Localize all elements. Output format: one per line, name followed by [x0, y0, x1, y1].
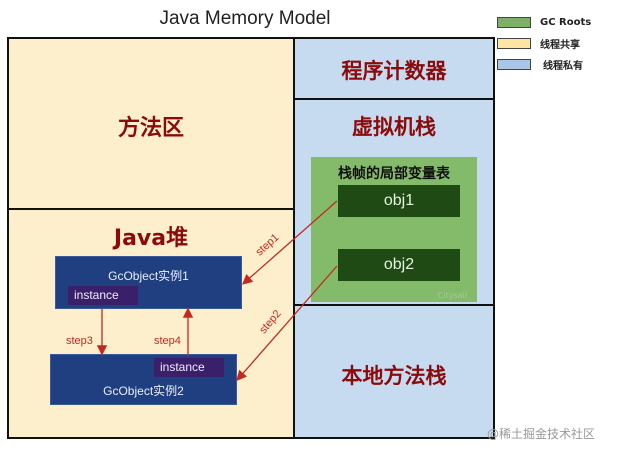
stack-native-divider [294, 304, 495, 306]
legend-item-private: 线程私有 [497, 57, 583, 72]
legend-label: 线程共享 [540, 39, 580, 51]
gc-object-2-instance-field: instance [154, 358, 224, 377]
diagram-border [7, 37, 495, 439]
gc-object-1-instance-field: instance [68, 286, 138, 305]
program-counter-label: 程序计数器 [341, 59, 447, 83]
frame-watermark: Citysail [437, 291, 467, 300]
vm-stack-label: 虚拟机栈 [352, 115, 436, 139]
native-stack-label: 本地方法栈 [341, 364, 447, 388]
legend-item-shared: 线程共享 [497, 36, 580, 51]
heap-label: Java堆 [113, 226, 189, 251]
pc-stack-divider [294, 98, 495, 100]
obj1-slot: obj1 [338, 185, 460, 217]
gc-object-1-title: GcObject实例1 [108, 269, 189, 283]
step4-label: step4 [154, 335, 181, 347]
gc-object-1: GcObject实例1 instance [55, 256, 242, 309]
obj2-slot: obj2 [338, 249, 460, 281]
step3-label: step3 [66, 335, 93, 347]
stack-frame-local-vars: 栈帧的局部变量表 obj1 obj2 Citysail [311, 157, 477, 302]
legend-swatch-green [497, 16, 531, 28]
legend-swatch-blue [497, 58, 531, 70]
footer-watermark: @稀土掘金技术社区 [487, 427, 596, 441]
legend-item-gc-roots: GC Roots [497, 15, 591, 29]
diagram-title: Java Memory Model [159, 8, 331, 29]
legend-swatch-yellow [497, 37, 531, 49]
gc-object-2: instance GcObject实例2 [50, 354, 237, 405]
method-heap-divider [7, 208, 294, 210]
stack-frame-title: 栈帧的局部变量表 [338, 166, 450, 182]
method-area-label: 方法区 [117, 116, 184, 141]
legend-label: GC Roots [540, 16, 592, 28]
gc-object-2-title: GcObject实例2 [103, 384, 184, 398]
legend-label: 线程私有 [543, 60, 583, 72]
